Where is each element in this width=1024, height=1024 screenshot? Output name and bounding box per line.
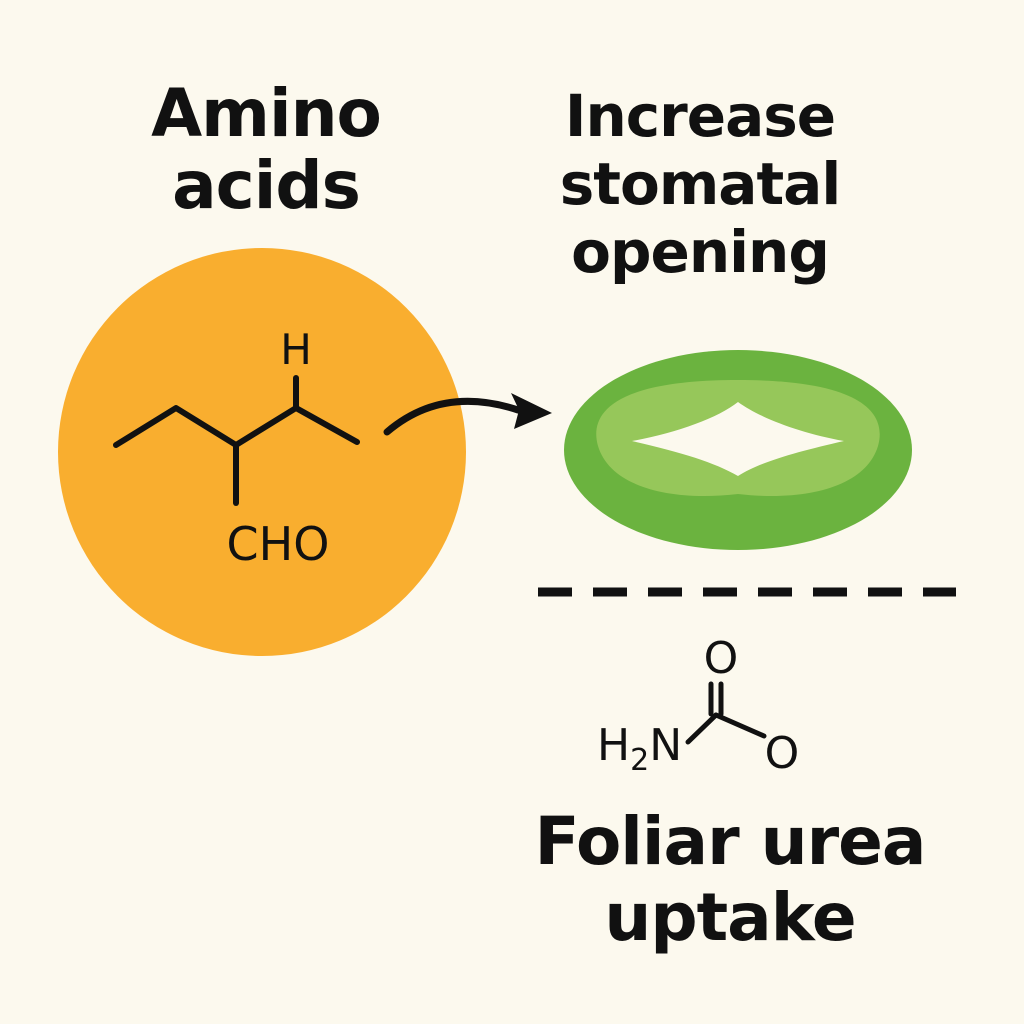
cho-group-label: CHO — [227, 517, 330, 571]
amino-acids-title-line2: acids — [172, 147, 361, 224]
h2n-subscript: 2 — [630, 743, 649, 778]
stomatal-pore — [632, 402, 844, 476]
h2n-group-label: H2N — [597, 720, 682, 778]
arrow-head-icon — [511, 393, 552, 429]
urea-title-line2: uptake — [604, 879, 856, 956]
atom-h-label: H — [280, 325, 312, 374]
stomatal-title-line3: opening — [571, 218, 830, 286]
amino-acids-title: Amino acids — [86, 78, 446, 222]
bond-n-c — [685, 712, 719, 745]
h2n-h: H — [597, 720, 630, 771]
amino-acids-title-line1: Amino — [151, 75, 382, 152]
arrow-shaft — [383, 397, 522, 436]
foliar-urea-title: Foliar urea uptake — [500, 804, 960, 956]
amino-acid-circle — [58, 248, 466, 656]
bond-c-o — [713, 712, 767, 739]
atom-o-top-label: O — [704, 633, 739, 684]
h2n-n: N — [649, 720, 682, 771]
stomatal-title-line2: stomatal — [559, 150, 841, 218]
atom-o-right-label: O — [765, 728, 800, 779]
urea-title-line1: Foliar urea — [534, 803, 927, 880]
stomatal-title-line1: Increase — [564, 82, 836, 150]
stomatal-opening-title: Increase stomatal opening — [520, 82, 880, 286]
